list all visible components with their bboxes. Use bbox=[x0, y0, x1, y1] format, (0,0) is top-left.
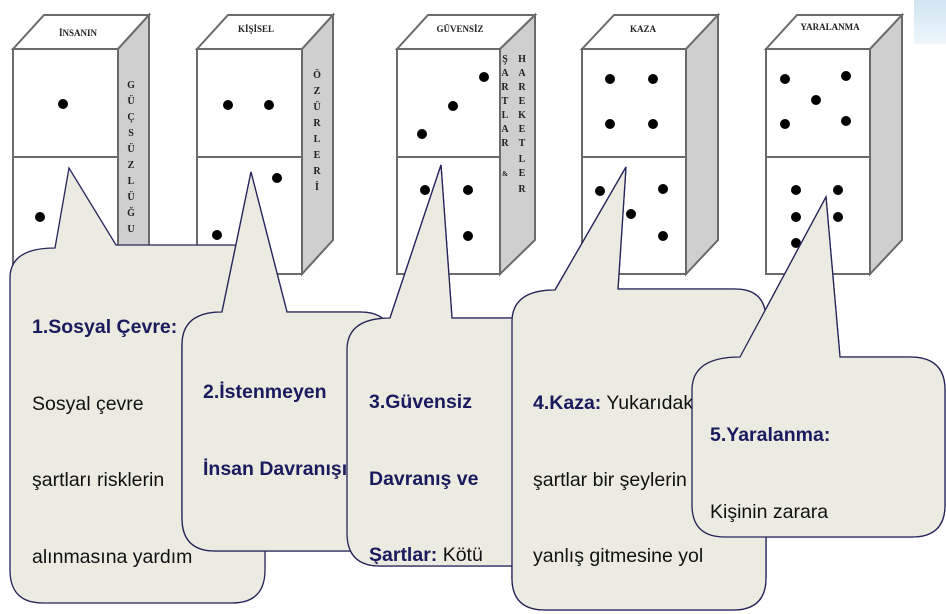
svg-text:K: K bbox=[518, 110, 526, 121]
svg-text:S: S bbox=[128, 128, 134, 139]
callout-1-text: 1.Sosyal Çevre: Sosyal çevre şartları ri… bbox=[32, 264, 264, 594]
svg-text:R: R bbox=[518, 82, 526, 93]
svg-text:E: E bbox=[519, 124, 526, 135]
svg-text:E: E bbox=[519, 96, 526, 107]
domino-4-top-label: KAZA bbox=[630, 24, 657, 34]
svg-text:Ç: Ç bbox=[127, 112, 134, 123]
svg-text:L: L bbox=[502, 110, 509, 121]
ellipsis-dots: . . . . . bbox=[772, 338, 822, 355]
svg-text:R: R bbox=[313, 118, 321, 129]
callout-3-heading: Davranış ve bbox=[369, 467, 479, 490]
svg-text:H: H bbox=[518, 54, 526, 65]
svg-text:U: U bbox=[127, 224, 134, 235]
callout-4-line: Yukarıdaki bbox=[606, 392, 698, 414]
callout-1-heading: 1.Sosyal Çevre: bbox=[32, 316, 178, 338]
domino-3-top-label: GÜVENSİZ bbox=[436, 24, 483, 34]
svg-text:Z: Z bbox=[128, 160, 135, 171]
svg-text:Ü: Ü bbox=[313, 100, 320, 113]
callout-4-line: şartlar bir şeylerin bbox=[533, 468, 687, 491]
callout-3-heading: Şartlar: bbox=[369, 544, 438, 564]
domino-5-top-label: YARALANMA bbox=[800, 22, 860, 32]
svg-text:R: R bbox=[313, 166, 321, 177]
callout-5-heading: 5.Yaralanma: bbox=[710, 424, 831, 446]
svg-text:E: E bbox=[519, 168, 526, 179]
svg-text:R: R bbox=[501, 138, 509, 149]
callout-4-line: yanlış gitmesine yol bbox=[533, 545, 704, 567]
domino-2-top-label: KİŞİSEL bbox=[238, 24, 274, 34]
callout-4-text: 4.Kaza: Yukarıdaki şartlar bir şeylerin … bbox=[533, 340, 763, 600]
svg-text:İ: İ bbox=[315, 181, 319, 193]
callout-2-text: 2.İstenmeyen İnsan Davranışı (Kişisel Ha… bbox=[203, 329, 353, 529]
callout-1-line: şartları risklerin bbox=[32, 469, 165, 491]
svg-text:Ü: Ü bbox=[127, 94, 134, 107]
svg-text:Ö: Ö bbox=[313, 68, 321, 81]
callout-3-text: 3.Güvensiz Davranış ve Şartlar: Kötü pla… bbox=[369, 339, 512, 564]
svg-text:E: E bbox=[314, 150, 321, 161]
svg-text:A: A bbox=[501, 124, 509, 135]
callout-1-line: Sosyal çevre bbox=[32, 392, 144, 415]
callout-2-heading: İnsan Davranışı bbox=[203, 457, 348, 480]
svg-text:&: & bbox=[502, 170, 508, 178]
callout-4-heading: 4.Kaza: bbox=[533, 392, 602, 414]
svg-text:L: L bbox=[128, 176, 135, 187]
svg-text:R: R bbox=[518, 184, 526, 195]
svg-text:Ü: Ü bbox=[127, 190, 134, 203]
svg-text:L: L bbox=[314, 134, 321, 145]
callout-3-line: Kötü bbox=[442, 544, 483, 564]
svg-text:R: R bbox=[501, 82, 509, 93]
svg-text:G: G bbox=[127, 80, 135, 91]
svg-text:L: L bbox=[519, 154, 526, 165]
svg-text:Z: Z bbox=[314, 86, 321, 97]
svg-text:T: T bbox=[502, 96, 509, 107]
svg-text:Ş: Ş bbox=[502, 54, 508, 65]
corner-decoration bbox=[914, 0, 946, 44]
callout-3-heading: 3.Güvensiz bbox=[369, 391, 472, 413]
callout-5-text: 5.Yaralanma: Kişinin zarara uğraması. bbox=[710, 372, 940, 522]
callout-1-line: alınmasına yardım bbox=[32, 545, 193, 568]
svg-text:Ğ: Ğ bbox=[127, 206, 135, 219]
svg-text:Ü: Ü bbox=[127, 142, 134, 155]
domino-5: YARALANMA bbox=[763, 12, 905, 277]
domino-1-top-label: İNSANIN bbox=[59, 28, 98, 38]
svg-text:A: A bbox=[501, 68, 509, 79]
svg-text:T: T bbox=[519, 138, 526, 149]
callout-5-line: Kişinin zarara bbox=[710, 500, 829, 523]
callout-2-heading: 2.İstenmeyen bbox=[203, 381, 327, 403]
svg-text:A: A bbox=[518, 68, 526, 79]
